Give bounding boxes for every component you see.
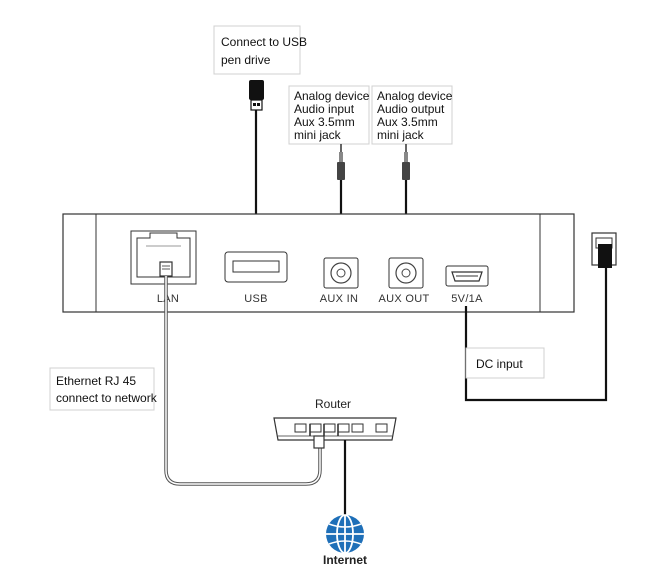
aux-out-callout-line-3: Aux 3.5mm <box>377 115 438 129</box>
aux-in-callout-line-3: Aux 3.5mm <box>294 115 355 129</box>
aux-out-callout-line-1: Analog device <box>377 89 453 103</box>
ethernet-callout-line-1: Ethernet RJ 45 <box>56 374 136 388</box>
internet-globe-icon <box>326 514 364 554</box>
aux-out-port <box>388 257 424 289</box>
aux-in-port <box>323 257 359 289</box>
usb-callout: Connect to USB pen drive <box>213 25 307 75</box>
aux-out-callout: Analog device Audio output Aux 3.5mm min… <box>371 85 453 145</box>
aux-out-callout-line-4: mini jack <box>377 128 425 142</box>
ethernet-cable <box>164 276 322 486</box>
aux-out-port-label: AUX OUT <box>379 293 430 305</box>
ethernet-callout: Ethernet RJ 45 connect to network <box>49 367 158 411</box>
aux-in-callout-line-2: Audio input <box>294 102 355 116</box>
aux-in-callout-line-1: Analog device <box>294 89 370 103</box>
router-plug-icon <box>313 435 325 449</box>
router-label: Router <box>315 397 351 411</box>
usb-callout-line-1: Connect to USB <box>221 35 307 49</box>
lan-port <box>130 230 197 285</box>
usb-port-label: USB <box>244 293 268 305</box>
power-port-label: 5V/1A <box>451 293 483 305</box>
lan-port-label: LAN <box>157 293 179 305</box>
aux-out-callout-line-2: Audio output <box>377 102 445 116</box>
wall-outlet-icon <box>591 232 617 268</box>
aux-in-port-label: AUX IN <box>320 293 358 305</box>
dc-input-label: DC input <box>476 357 523 371</box>
usb-callout-line-2: pen drive <box>221 53 271 67</box>
internet-label: Internet <box>323 553 367 567</box>
lan-plug-icon <box>159 261 173 277</box>
aux-in-callout: Analog device Audio input Aux 3.5mm mini… <box>288 85 370 145</box>
power-port <box>445 265 489 287</box>
device-panel <box>62 213 575 313</box>
router-icon <box>273 417 397 441</box>
ethernet-callout-line-2: connect to network <box>56 391 158 405</box>
aux-in-callout-line-4: mini jack <box>294 128 342 142</box>
dc-input-callout: DC input <box>465 347 545 379</box>
usb-drive-icon <box>249 80 264 111</box>
usb-port <box>224 251 288 283</box>
